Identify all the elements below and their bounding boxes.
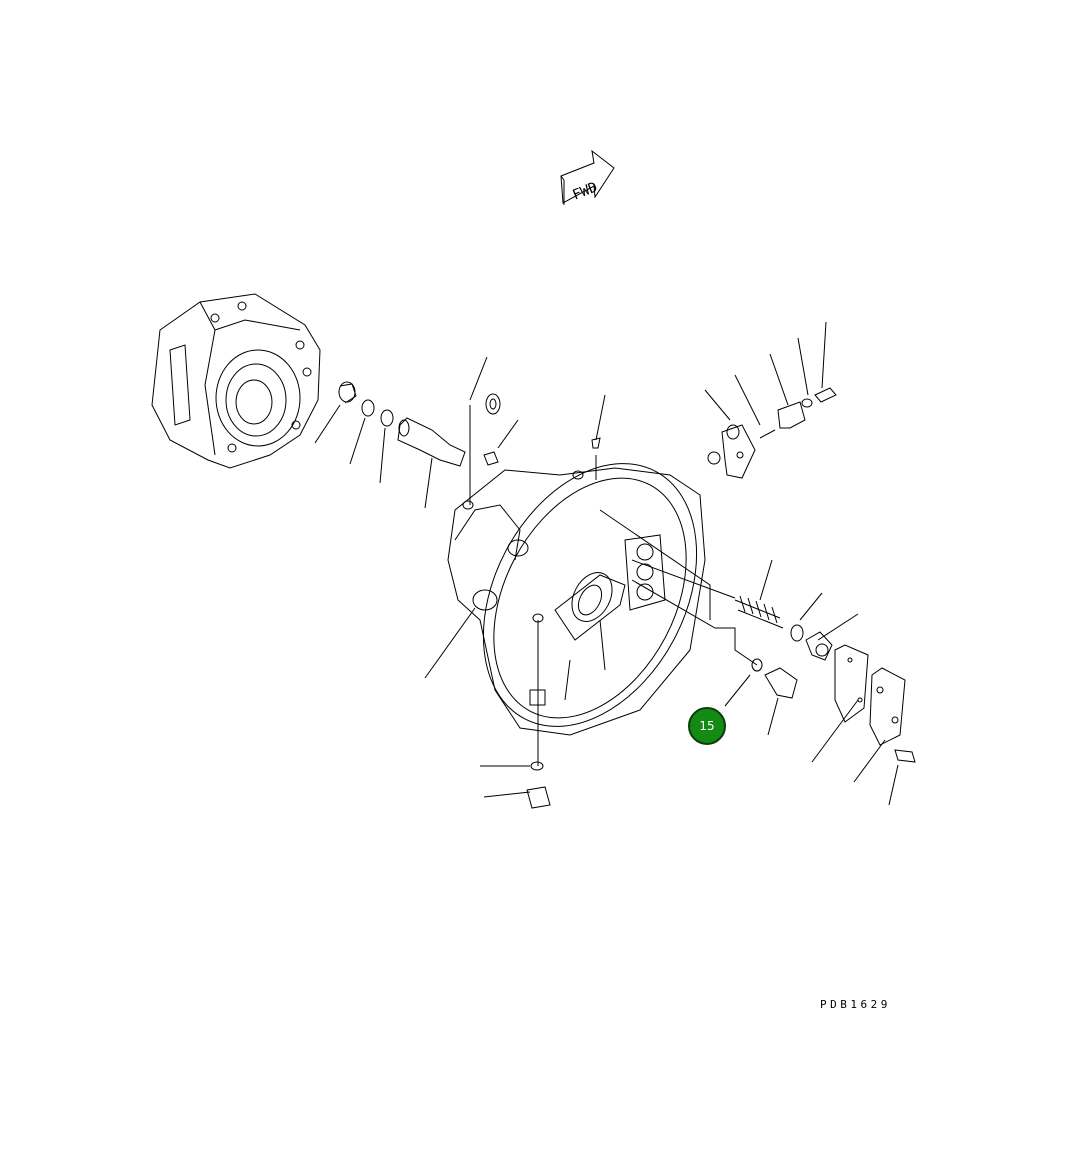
valve-parts-lower-right (526, 595, 916, 809)
drawing-code-label: PDB1629 (820, 998, 891, 1011)
linkage-parts-upper-right (707, 387, 837, 479)
small-parts-left (338, 381, 601, 467)
pump-body-upper-left (151, 293, 321, 469)
fwd-direction-arrow: FWD (560, 149, 615, 205)
leader-lines (314, 321, 899, 806)
callout-15-button[interactable]: 15 (688, 707, 726, 745)
main-housing (447, 463, 706, 736)
